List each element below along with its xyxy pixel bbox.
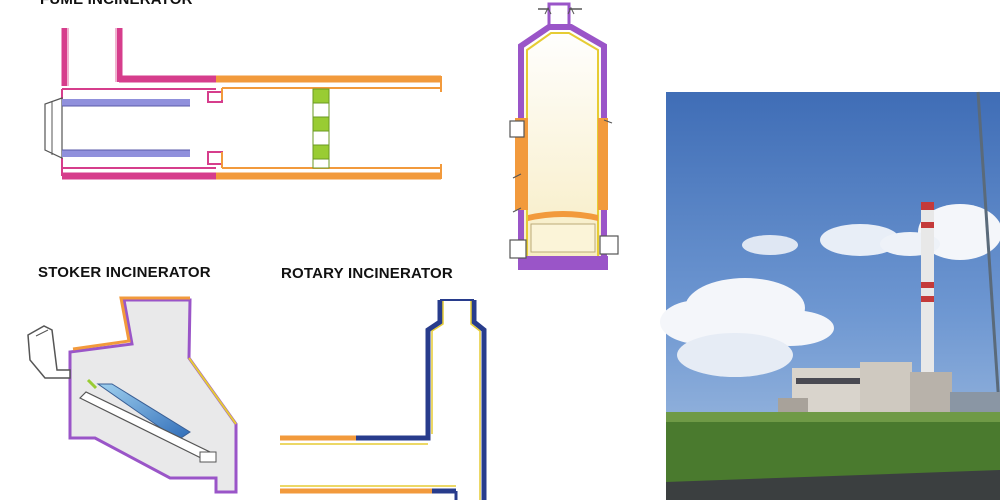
vertical-refractory-right	[598, 118, 608, 210]
fume-burner-nozzle	[44, 97, 190, 159]
fume-incinerator-diagram	[44, 28, 442, 180]
vertical-outlet	[538, 2, 582, 30]
vertical-burner-port-right	[599, 235, 619, 255]
vertical-refractory-left	[515, 118, 528, 210]
rotary-wall-left	[356, 300, 443, 441]
fume-stack	[61, 28, 123, 86]
road	[666, 470, 1000, 500]
rotary-incinerator-label: ROTARY INCINERATOR	[281, 265, 453, 282]
vertical-side-port	[509, 120, 525, 138]
vertical-ash-chamber	[530, 223, 596, 253]
fume-checker-wall	[312, 88, 330, 169]
vertical-burner-port-left	[509, 239, 527, 259]
fume-incinerator-label: FUME INCINERATOR	[40, 0, 193, 8]
rotary-wall-right	[471, 300, 487, 500]
incineration-plant-photo	[660, 91, 1000, 500]
stoker-feed-hopper	[27, 325, 71, 379]
fume-secondary-chamber	[216, 75, 442, 180]
chimney	[921, 202, 934, 380]
stoker-lining-right	[188, 357, 237, 425]
rotary-stack	[280, 300, 484, 500]
vertical-grate	[528, 211, 598, 221]
grass	[666, 412, 1000, 482]
stoker-lining-top	[72, 296, 190, 351]
vertical-base	[518, 256, 608, 270]
rotary-incinerator-diagram	[280, 299, 487, 500]
stoker-incinerator-diagram	[27, 296, 238, 494]
light-pole	[976, 91, 1000, 421]
fume-baffle	[207, 91, 223, 165]
fume-combustion-chamber	[61, 75, 216, 180]
stoker-ash-outlet	[199, 451, 217, 463]
plant-buildings	[778, 362, 1000, 416]
vertical-incinerator-diagram	[509, 2, 619, 270]
cloud	[660, 204, 1000, 377]
stoker-grate	[96, 383, 191, 441]
stoker-incinerator-label: STOKER INCINERATOR	[38, 264, 211, 281]
